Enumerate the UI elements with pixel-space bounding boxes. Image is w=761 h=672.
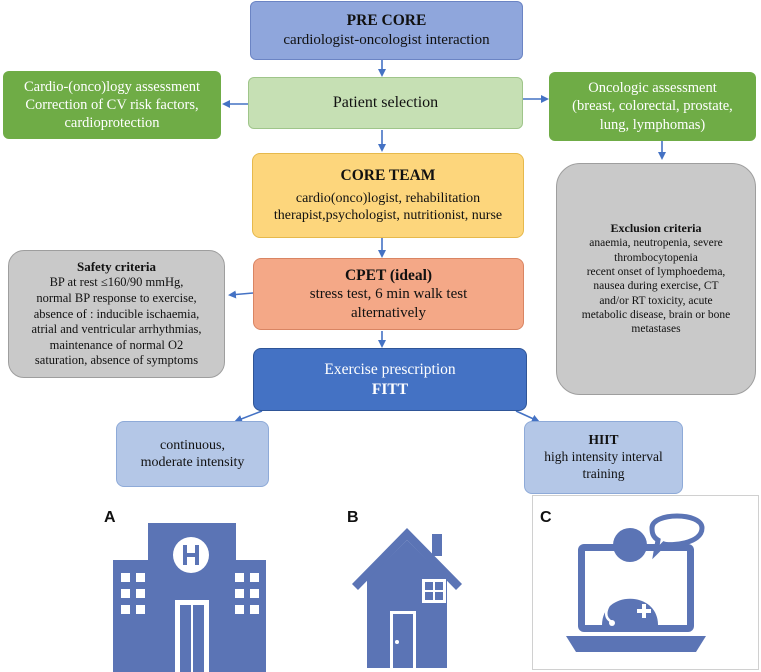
hospital-icon [113,523,266,672]
hiit-line: high intensity interval [544,449,663,465]
safety-criteria-line: BP at rest ≤160/90 mmHg, [49,275,184,290]
safety-criteria-title: Safety criteria [76,259,157,274]
exercise-prescription-title: Exercise prescription [324,361,456,379]
cardio-assessment-line: cardioprotection [64,115,160,132]
exclusion-criteria-title: Exclusion criteria [610,221,702,236]
arrow-prescription-to-continuous [234,410,263,423]
exclusion-criteria-line: and/or RT toxicity, acute [599,294,713,307]
exclusion-criteria-box: Exclusion criteria anaemia, neutropenia,… [556,163,756,395]
core-team-title: CORE TEAM [340,167,436,185]
exercise-prescription-box: Exercise prescription FITT [253,348,527,411]
cardio-assessment-line: Correction of CV risk factors, [25,96,199,113]
arrow-cpet-to-safety [228,290,254,299]
oncologic-assessment-line: (breast, colorectal, prostate, [572,98,733,115]
telemedicine-laptop-icon [566,513,706,652]
patient-selection-label: Patient selection [332,94,439,111]
safety-criteria-line: maintenance of normal O2 [49,337,184,352]
oncologic-assessment-line: Oncologic assessment [588,80,717,97]
exclusion-criteria-line: metabolic disease, brain or bone [581,309,731,322]
safety-criteria-line: saturation, absence of symptoms [34,353,199,368]
arrow-prescription-to-hiit [515,410,540,423]
exclusion-criteria-line: nausea during exercise, CT [593,280,719,293]
cardio-assessment-box: Cardio-(onco)logy assessment Correction … [3,71,221,139]
hiit-box: HIIT high intensity interval training [524,421,683,494]
exclusion-criteria-line: metastases [631,323,681,336]
core-team-line: cardio(onco)logist, rehabilitation [295,190,481,206]
core-team-line: therapist,psychologist, nutritionist, nu… [273,208,503,224]
house-icon [352,528,462,668]
pre-core-title: PRE CORE [346,12,427,30]
safety-criteria-box: Safety criteria BP at rest ≤160/90 mmHg,… [8,250,225,378]
core-team-box: CORE TEAM cardio(onco)logist, rehabilita… [252,153,524,238]
telemedicine-frame [532,495,759,670]
continuous-training-box: continuous, moderate intensity [116,421,269,487]
hiit-line: training [582,465,625,481]
cpet-line: alternatively [351,304,426,321]
exercise-prescription-subtitle: FITT [371,380,409,398]
exclusion-criteria-line: recent onset of lymphoedema, [586,265,726,278]
hiit-title: HIIT [588,432,619,448]
exclusion-criteria-line: thrombocytopenia [614,251,698,264]
continuous-line: continuous, [160,437,225,453]
pre-core-box: PRE CORE cardiologist-oncologist interac… [250,1,523,60]
pre-core-subtitle: cardiologist-oncologist interaction [283,31,490,48]
oncologic-assessment-box: Oncologic assessment (breast, colorectal… [549,72,756,141]
cpet-title: CPET (ideal) [344,266,433,284]
continuous-line: moderate intensity [140,455,245,470]
cpet-line: stress test, 6 min walk test [309,285,468,302]
panel-letter-b: B [347,509,359,526]
oncologic-assessment-line: lung, lymphomas) [599,116,706,133]
safety-criteria-line: absence of : inducible ischaemia, [33,306,200,321]
cardio-assessment-line: Cardio-(onco)logy assessment [24,78,200,95]
exclusion-criteria-line: anaemia, neutropenia, severe [589,237,723,250]
safety-criteria-line: atrial and ventricular arrhythmias, [31,322,202,337]
patient-selection-box: Patient selection [248,77,523,129]
cpet-box: CPET (ideal) stress test, 6 min walk tes… [253,258,524,330]
safety-criteria-line: normal BP response to exercise, [36,290,197,305]
panel-letter-a: A [104,509,116,526]
panel-letter-c: C [540,509,552,526]
